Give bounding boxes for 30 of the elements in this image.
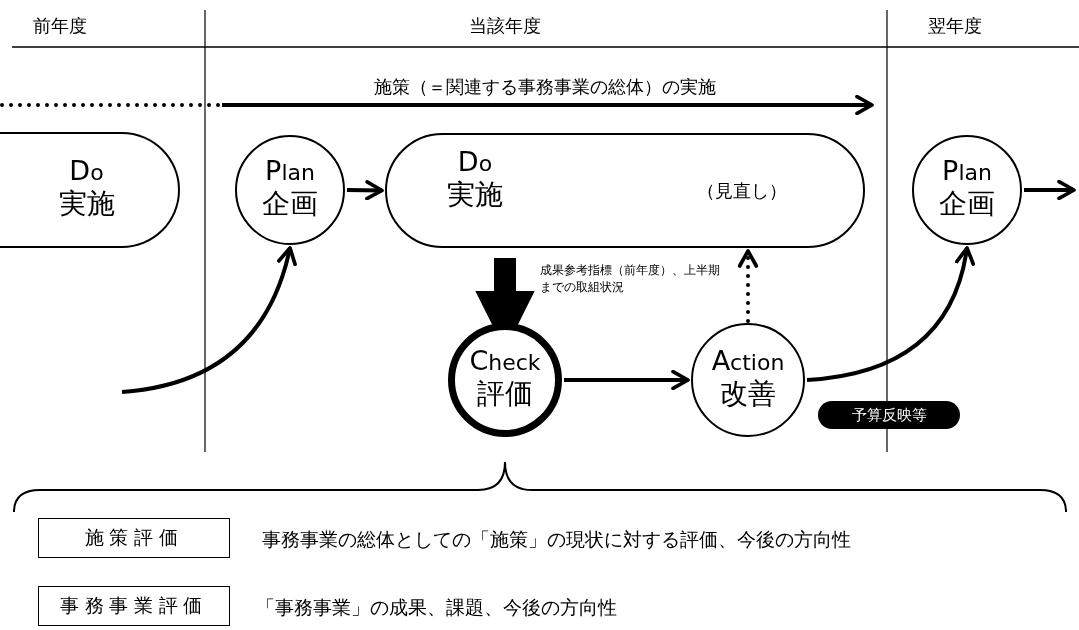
category-label: 施策評価	[38, 518, 230, 558]
phase-label: 企画	[262, 186, 318, 222]
phase-label: 実施	[447, 177, 503, 213]
phase-name: Plan	[942, 158, 992, 186]
timeline-label: 施策（＝関連する事務事業の総体）の実施	[374, 75, 716, 99]
phase-label: 実施	[58, 186, 115, 222]
arrow	[806, 246, 975, 382]
arrow	[346, 180, 384, 201]
note-text: （見直し）	[697, 179, 787, 203]
column-header: 翌年度	[928, 14, 982, 38]
arrow	[121, 246, 297, 394]
phase-label: 評価	[477, 376, 533, 412]
edge-label: 成果参考指標（前年度）、上半期までの取組状況	[540, 262, 720, 296]
phase-name: Check	[469, 348, 541, 376]
phase-shape	[0, 132, 180, 248]
column-header: 前年度	[33, 14, 87, 38]
arrow	[737, 249, 759, 323]
description-text: 「事務事業」の成果、課題、今後の方向性	[256, 595, 617, 620]
phase-name: Action	[711, 348, 785, 376]
column-header: 当該年度	[469, 14, 541, 38]
phase-label: 企画	[939, 186, 995, 222]
phase-name: Do	[457, 149, 493, 177]
phase-name: Do	[69, 158, 104, 186]
arrow	[1024, 179, 1076, 201]
description-text: 事務事業の総体としての「施策」の現状に対する評価、今後の方向性	[262, 527, 851, 552]
category-label: 事務事業評価	[38, 586, 230, 626]
phase-name: Plan	[265, 158, 315, 186]
tag-label: 予算反映等	[818, 401, 960, 429]
phase-label: 改善	[720, 376, 776, 412]
arrow	[564, 369, 690, 391]
